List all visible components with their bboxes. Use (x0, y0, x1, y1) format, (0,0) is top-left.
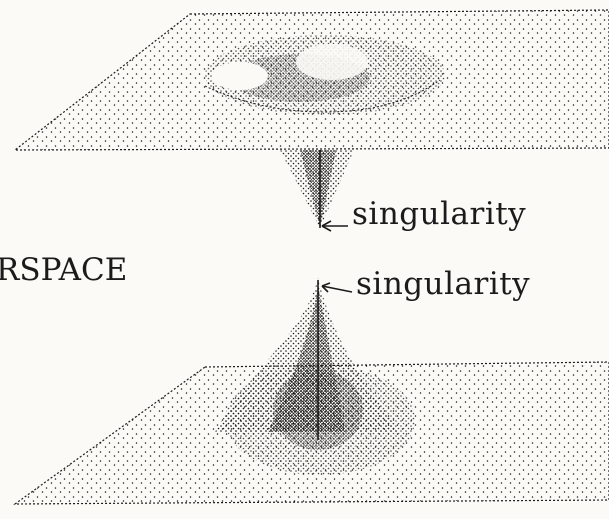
hyperspace-label: RSPACE (0, 252, 127, 288)
singularity-label-top: singularity (352, 196, 526, 232)
upper-funnel (280, 150, 354, 228)
singularity-label-bottom: singularity (356, 266, 530, 302)
upper-sheet (15, 10, 609, 150)
arrow-singularity-top (322, 221, 348, 231)
lower-sheet (15, 362, 609, 504)
arrow-singularity-bottom (322, 283, 352, 292)
